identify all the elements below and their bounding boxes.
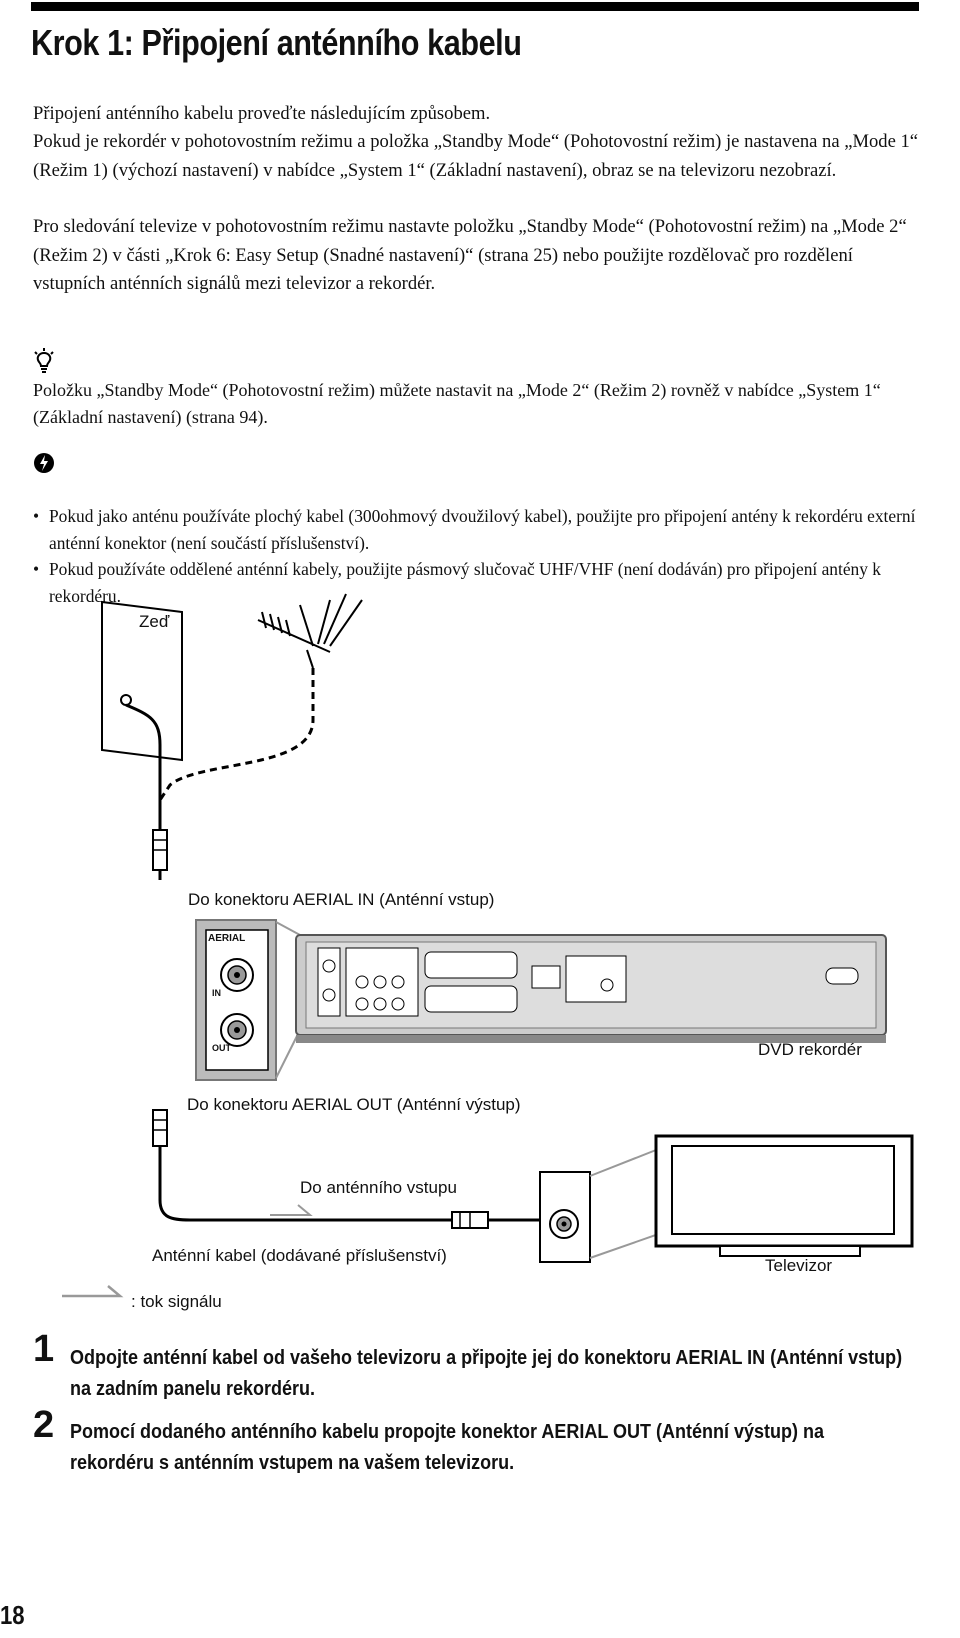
page-number: 18 xyxy=(0,1600,25,1630)
step-number: 2 xyxy=(33,1404,55,1446)
page-title: Krok 1: Připojení anténního kabelu xyxy=(31,22,522,63)
notes-list: Pokud jako anténu používáte plochý kabel… xyxy=(33,503,921,609)
intro-paragraph-1: Připojení anténního kabelu proveďte násl… xyxy=(33,103,491,124)
tv-input-label: Do anténního vstupu xyxy=(300,1178,457,1197)
panel-aerial-label: AERIAL xyxy=(208,933,246,944)
aerial-in-label: Do konektoru AERIAL IN (Anténní vstup) xyxy=(188,890,495,909)
note-item: Pokud jako anténu používáte plochý kabel… xyxy=(33,503,921,556)
note-item: Pokud používáte oddělené anténní kabely,… xyxy=(33,556,921,609)
intro-paragraph-3: Pro sledování televize v pohotovostním r… xyxy=(33,216,907,294)
step-text: Pomocí dodaného anténního kabelu propojt… xyxy=(70,1421,825,1474)
note-icon xyxy=(34,453,54,473)
tip-text: Položku „Standby Mode“ (Pohotovostní rež… xyxy=(33,380,881,427)
header-rule xyxy=(31,2,919,11)
dvd-recorder-graphic xyxy=(295,934,887,1043)
antenna-graphic xyxy=(257,593,363,669)
intro-paragraph-2: Pokud je rekordér v pohotovostním režimu… xyxy=(33,131,919,181)
aerial-panel xyxy=(195,919,277,1081)
panel-in-label: IN xyxy=(212,988,221,998)
diagram-graphic xyxy=(62,593,914,1298)
connection-diagram: AERIAL IN OUT Zeď Do konektoru AERIAL IN… xyxy=(0,590,960,1335)
tv-graphic xyxy=(654,1134,914,1257)
dvd-recorder-label: DVD rekordér xyxy=(758,1040,862,1059)
panel-out-label: OUT xyxy=(212,1043,231,1053)
aerial-out-label: Do konektoru AERIAL OUT (Anténní výstup) xyxy=(187,1095,521,1114)
step-number: 1 xyxy=(33,1328,55,1370)
tv-label: Televizor xyxy=(765,1256,833,1275)
step-text: Odpojte anténní kabel od vašeho televizo… xyxy=(70,1347,903,1400)
signal-flow-legend: : tok signálu xyxy=(131,1292,222,1311)
antenna-cable-label: Anténní kabel (dodávané příslušenství) xyxy=(152,1246,447,1265)
lightbulb-icon xyxy=(34,348,54,373)
wall-label: Zeď xyxy=(139,612,170,631)
